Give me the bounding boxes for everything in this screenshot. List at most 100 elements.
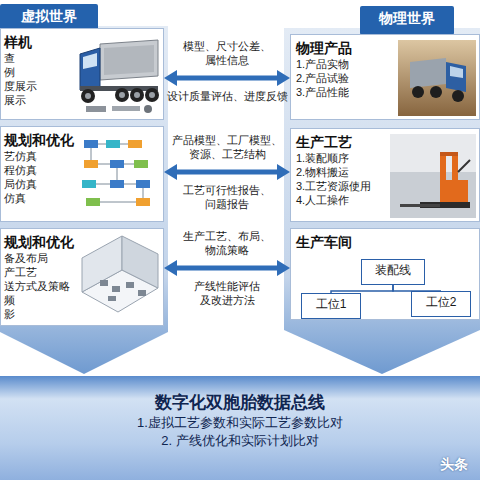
flow-block (110, 160, 124, 168)
connector-line (175, 266, 279, 271)
panel-title: 生产工艺 (296, 133, 388, 151)
wheel (145, 88, 159, 102)
flow-block (134, 160, 148, 168)
item-text: 装配线 (375, 260, 411, 280)
hub (134, 92, 140, 98)
floor (82, 270, 158, 312)
panel-title: 样机 (4, 33, 76, 51)
feedback-label: 设计质量评估、进度反馈 (165, 89, 290, 103)
edge-label: 产品模型、工厂模型、资源、工艺结构 (171, 133, 283, 161)
connector (393, 285, 441, 291)
arrow-head (164, 260, 177, 276)
hub (119, 92, 125, 98)
station-box: 装配线 (361, 259, 425, 285)
station-box: 工位1 (301, 293, 361, 319)
mast-bar (440, 152, 458, 156)
connector-line (331, 285, 393, 293)
panel-title: 规划和优化 (4, 131, 76, 149)
item-text: 备及布局 (4, 251, 76, 265)
item-text: 频 (4, 293, 76, 307)
watermark: 头条 (440, 456, 468, 474)
mast (452, 152, 458, 204)
machine (138, 290, 146, 296)
connector (164, 164, 290, 180)
layout-room (82, 236, 158, 312)
arrow-head (277, 70, 290, 86)
machine (112, 286, 120, 292)
body (446, 180, 468, 204)
panel-title: 规划和优化 (4, 233, 76, 251)
flow-lines (91, 144, 143, 202)
flow-sim (82, 140, 150, 206)
tab-label: 虚拟世界 (0, 4, 98, 28)
flow-block (128, 140, 142, 148)
item-text: 工位2 (426, 292, 457, 312)
flow-block (136, 198, 150, 206)
arrow-head (164, 164, 177, 180)
truck-window (450, 66, 463, 78)
arrow-head (277, 164, 290, 180)
truck-cab (446, 62, 466, 92)
chassis (80, 86, 158, 91)
station-box: 工位2 (411, 291, 471, 317)
hub (149, 92, 155, 98)
forks (400, 204, 440, 207)
panel-title: 物理产品 (296, 39, 388, 57)
item-text: 1.产品实物 (296, 57, 388, 71)
wheel (430, 86, 442, 98)
dirt (398, 40, 476, 116)
truck-photo (398, 40, 476, 116)
virtual-panel: 样机查例度展示展示 (0, 28, 164, 120)
cab (80, 48, 100, 90)
panel-title: 数字化双胞胎数据总线 (0, 392, 480, 414)
item-text: 影 (4, 307, 76, 321)
item-text: 程仿真 (4, 163, 76, 177)
connector-line (175, 170, 279, 175)
wall (122, 236, 158, 288)
physical-panel: 生产车间装配线工位1 工位2 (290, 228, 480, 320)
item-text: 艺仿真 (4, 149, 76, 163)
flow-block (84, 160, 98, 168)
flow-block (106, 140, 120, 148)
item-text: 产工艺 (4, 265, 76, 279)
arrow-head (164, 70, 177, 86)
handle (458, 160, 470, 172)
wall (82, 236, 122, 292)
wheel (130, 88, 144, 102)
item-text: 1.装配顺序 (296, 151, 388, 165)
dump-inner (104, 45, 154, 75)
part (112, 106, 140, 111)
panel-title: 生产车间 (296, 233, 388, 251)
item-text: 3.工艺资源使用 (296, 179, 388, 193)
machine (126, 282, 134, 288)
item-text: 2.产品试验 (296, 71, 388, 85)
wall (390, 134, 476, 172)
windshield (83, 53, 97, 69)
virtual-panel: 规划和优化艺仿真程仿真局仿真仿真 (0, 126, 164, 222)
truck-body (410, 58, 446, 88)
flow-block (84, 140, 98, 148)
physical-panel: 物理产品1.产品实物2.产品试验3.产品性能 (290, 34, 480, 120)
flow-block (86, 198, 100, 206)
item-text: 1.虚拟工艺参数和实际工艺参数比对 (0, 414, 480, 432)
physical-panel: 生产工艺1.装配顺序2.物料搬运3.工艺资源使用4.人工操作 (290, 128, 480, 222)
machine (108, 296, 116, 301)
flow-block (136, 180, 150, 188)
wheel (452, 90, 464, 102)
left-chevron (0, 26, 168, 374)
truck-model (80, 40, 159, 113)
connector (164, 70, 290, 86)
feedback-label: 工艺可行性报告、问题报告 (179, 183, 275, 211)
data-bus-band: 数字化双胞胎数据总线1.虚拟工艺参数和实际工艺参数比对2. 产线优化和实际计划比… (0, 376, 480, 480)
world-tab: 物理世界 (360, 6, 454, 35)
feedback-label: 产线性能评估及改进方法 (192, 279, 262, 307)
item-text: 度展示 (4, 79, 76, 93)
base (420, 202, 470, 208)
mast (440, 152, 446, 204)
connector (331, 285, 393, 293)
item-text: 2. 产线优化和实际计划比对 (0, 432, 480, 450)
edge-label: 生产工艺、布局、物流策略 (179, 229, 275, 257)
wheel (412, 86, 424, 98)
item-text: 送方式及策略 (4, 279, 76, 293)
